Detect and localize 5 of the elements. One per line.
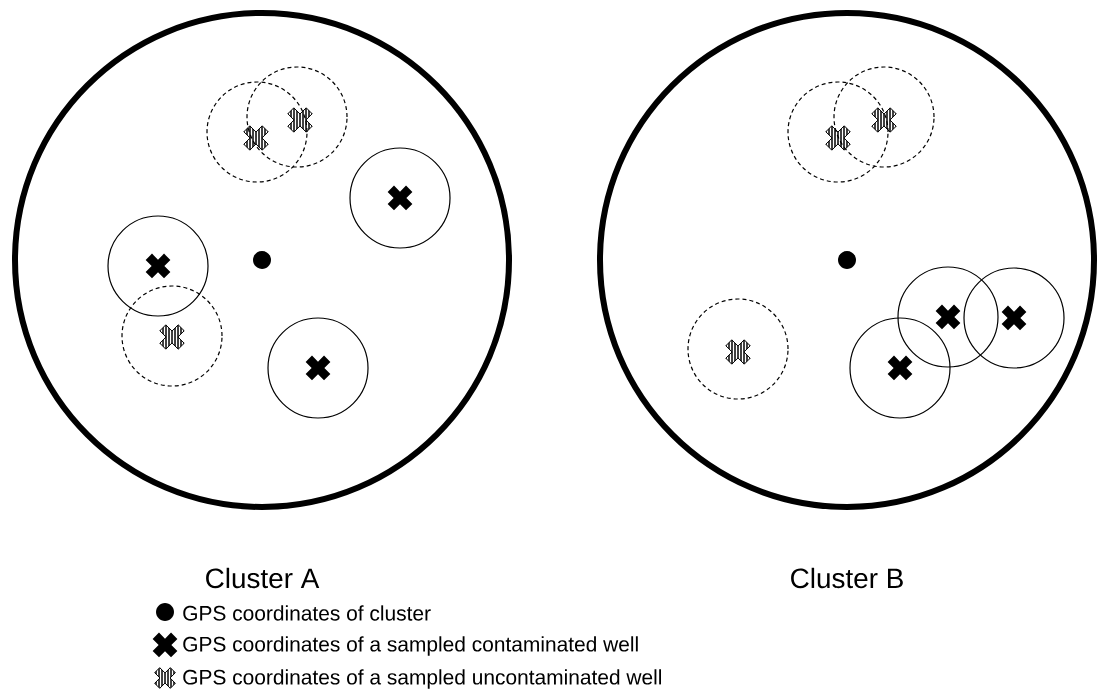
legend-text: GPS coordinates of a sampled uncontaminated well (183, 669, 661, 689)
legend-text: GPS coordinates of cluster (183, 605, 431, 621)
cluster-label: Cluster B (791, 567, 903, 589)
legend-text: GPS coordinates of a sampled contaminated well (183, 636, 638, 656)
cluster-label: Cluster A (206, 567, 320, 589)
